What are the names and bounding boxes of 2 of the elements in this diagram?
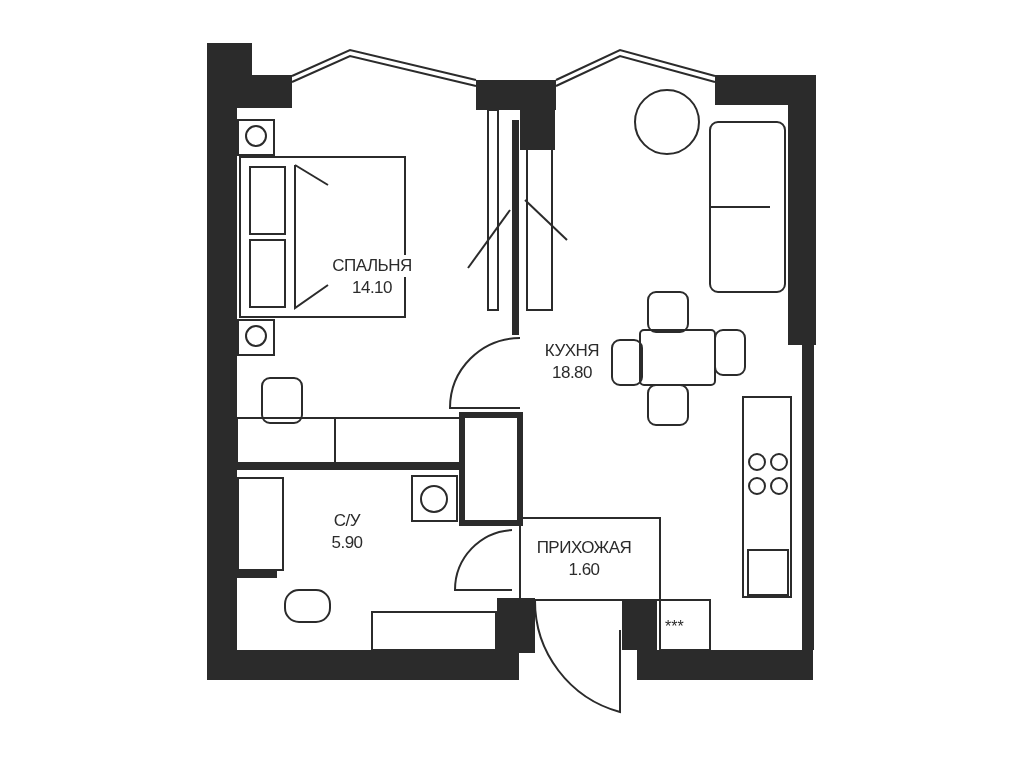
heater-mark: *** <box>665 618 684 636</box>
room-name: СПАЛЬНЯ <box>330 255 414 277</box>
